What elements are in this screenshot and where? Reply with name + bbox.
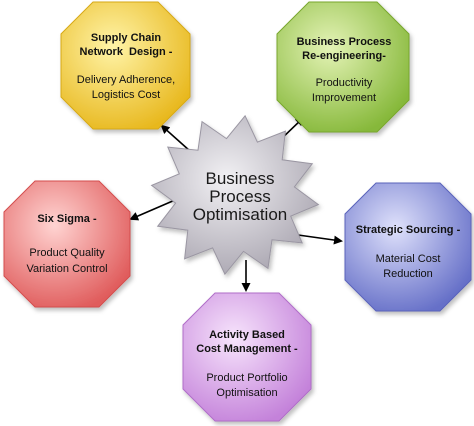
supply-chain-title-1: Supply Chain — [91, 32, 162, 44]
six-sigma-title-1: Six Sigma - — [37, 213, 97, 225]
reengineering-body-2: Improvement — [312, 92, 376, 104]
arrow-to-six-sigma — [129, 199, 176, 221]
node-sourcing — [344, 182, 472, 312]
node-reengineering — [276, 1, 410, 133]
octagon-abc — [182, 292, 312, 422]
supply-chain-title-2: Network Design - — [80, 46, 173, 58]
node-six-sigma — [3, 180, 131, 308]
octagon-reengineering — [276, 1, 410, 133]
reengineering-body-1: Productivity — [316, 77, 373, 89]
abc-body-2: Optimisation — [216, 387, 277, 399]
sourcing-title-1: Strategic Sourcing - — [356, 224, 461, 236]
center-title-line-2: Process — [209, 187, 270, 206]
sourcing-body-1: Material Cost — [376, 253, 441, 265]
sourcing-body-2: Reduction — [383, 268, 433, 280]
octagon-six-sigma — [3, 180, 131, 308]
arrow-to-supply-chain — [160, 124, 191, 152]
center-star-shape — [150, 114, 320, 276]
abc-title-1: Activity Based — [209, 329, 285, 341]
octagon-sourcing — [344, 182, 472, 312]
octagon-supply-chain — [60, 1, 191, 130]
center-title-line-3: Optimisation — [193, 205, 287, 224]
abc-body-1: Product Portfolio — [206, 372, 287, 384]
reengineering-title-2: Re-engineering- — [302, 50, 386, 62]
center-title-line-1: Business — [206, 169, 275, 188]
center-star — [150, 114, 320, 276]
abc-title-2: Cost Management - — [196, 343, 298, 355]
node-abc — [182, 292, 312, 422]
supply-chain-body-2: Logistics Cost — [92, 89, 160, 101]
node-supply-chain — [60, 1, 191, 130]
reengineering-title-1: Business Process — [297, 36, 392, 48]
supply-chain-body-1: Delivery Adherence, — [77, 74, 175, 86]
six-sigma-body-2: Variation Control — [26, 263, 107, 275]
six-sigma-body-1: Product Quality — [29, 247, 105, 259]
